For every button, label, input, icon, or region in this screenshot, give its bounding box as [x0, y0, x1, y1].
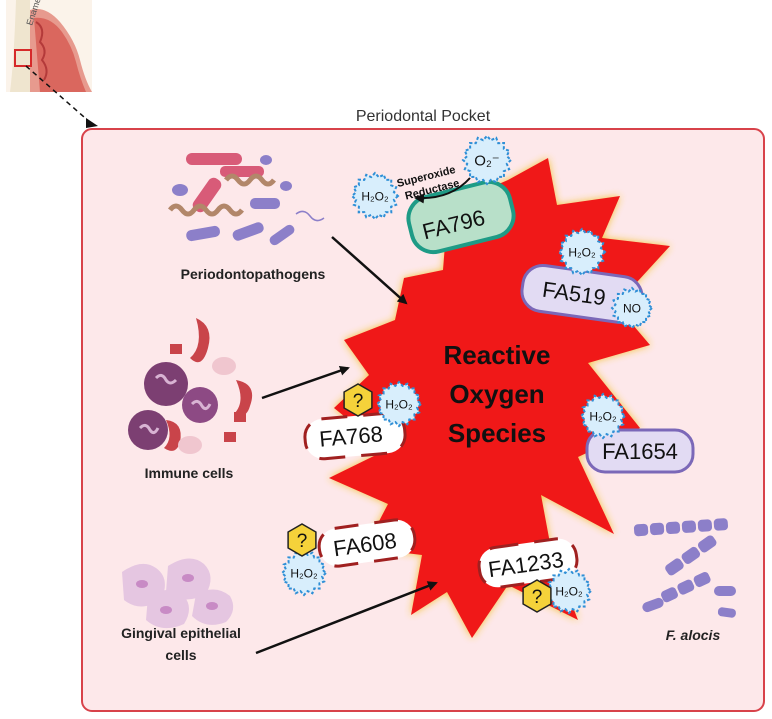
nucleus [136, 580, 148, 588]
gingival-cells-illustration [122, 558, 234, 629]
gingival-label-line1: Gingival epithelial [121, 625, 241, 641]
molecule-badge-shape [350, 171, 400, 221]
spirochete [224, 173, 276, 187]
bacteria-rod [186, 153, 242, 165]
molecule-label: O₂⁻ [474, 152, 499, 169]
molecule-label: H₂O₂ [361, 189, 389, 203]
bacteria-coccus [172, 184, 188, 196]
gum-ridges [35, 21, 48, 81]
cell-nucleus [190, 399, 212, 411]
unknown-badge-fa768: ? [343, 383, 373, 417]
molecule-label: H₂O₂ [589, 409, 617, 423]
tooth-thumbnail: Enamel [6, 0, 98, 128]
fa768-group: FA768 [303, 411, 407, 461]
immune-cells-illustration [128, 318, 253, 454]
immune-cell [128, 410, 168, 450]
cell-nucleus [154, 373, 178, 385]
molecule-label: H₂O₂ [290, 566, 318, 580]
flagellum [295, 210, 325, 222]
cell-body [178, 436, 202, 454]
bacteria-coccus [280, 181, 292, 191]
h2o2-badge-fa768: H₂O₂ [375, 380, 423, 428]
zoom-box [14, 49, 32, 67]
zoom-connector [25, 65, 93, 125]
macrophage [190, 318, 210, 363]
molecule-badges: O₂⁻ H₂O₂ H₂O₂ NO H₂O₂ H₂O₂ H₂O₂ H₂O₂ [280, 134, 654, 615]
arrow-immune-to-ros [261, 365, 350, 400]
h2o2-badge-fa796: H₂O₂ [350, 171, 400, 221]
molecule-badge-shape [557, 227, 607, 277]
molecule-badge-shape [610, 286, 654, 330]
h2o2-badge-fa608: H₂O₂ [280, 549, 328, 597]
molecule-badge-shape [375, 380, 423, 428]
bacteria-rod [232, 222, 264, 241]
fa796-group: FA796 Superoxide Reductase [396, 164, 516, 255]
h2o2-badge-fa1654: H₂O₂ [579, 392, 627, 440]
macrophage [164, 420, 181, 451]
nucleus [160, 606, 172, 614]
reductase-arrow [414, 177, 471, 204]
molecule-badge-shape [545, 567, 593, 615]
fa768-box [303, 411, 407, 461]
h2o2-badge-fa1233: H₂O₂ [545, 567, 593, 615]
superoxide-badge: O₂⁻ [461, 134, 513, 186]
ros-label-line1: Reactive [444, 340, 551, 370]
hexagon-shape [287, 523, 317, 557]
molecule-badge-shape [579, 392, 627, 440]
fa608-box [317, 518, 417, 568]
fa1233-group: FA1233 [477, 537, 579, 589]
h2o2-badge-fa519: H₂O₂ [557, 227, 607, 277]
cell-body [212, 357, 236, 375]
pathogens-label: Periodontopathogens [181, 266, 326, 282]
nucleus [206, 602, 218, 610]
fa608-group: FA608 [317, 518, 417, 568]
question-mark: ? [532, 587, 543, 608]
granule [170, 344, 182, 354]
nucleus [182, 574, 194, 582]
fa1654-group: FA1654 [585, 428, 695, 474]
unknown-badge-fa608: ? [287, 523, 317, 557]
ros-label-line2: Oxygen [449, 379, 544, 409]
macrophage [234, 380, 253, 416]
molecule-label: H₂O₂ [385, 397, 413, 411]
pathogens-illustration [168, 153, 325, 246]
granule [234, 412, 246, 422]
hexagon-shape [522, 579, 552, 613]
bacteria-coccus [260, 155, 272, 165]
question-mark: ? [353, 391, 364, 412]
bacteria-rod [250, 198, 280, 209]
molecule-badge-shape [461, 134, 513, 186]
fa1654-label: FA1654 [602, 439, 678, 464]
spirochete [168, 203, 244, 217]
immune-label: Immune cells [145, 465, 234, 481]
arrow-pathogens-to-ros [331, 236, 408, 305]
unknown-badges: ??? [287, 383, 552, 613]
falocis-label: F. alocis [666, 627, 721, 643]
fa1654-box [585, 428, 695, 474]
molecule-label: H₂O₂ [555, 584, 583, 598]
granule [224, 432, 236, 442]
bacteria-rod [186, 225, 220, 242]
unknown-badge-fa1233: ? [522, 579, 552, 613]
molecule-label: NO [623, 301, 641, 315]
molecule-badge-shape [280, 549, 328, 597]
falocis-illustration [633, 518, 736, 618]
ros-label-line3: Species [448, 418, 546, 448]
cell-nucleus [138, 423, 160, 435]
arrow-gingival-to-ros [255, 581, 438, 655]
fa768-label: FA768 [318, 421, 384, 451]
molecule-label: H₂O₂ [568, 245, 596, 259]
hexagon-shape [343, 383, 373, 417]
gingival-label-line2: cells [165, 647, 196, 663]
zoom-connector-arrowhead [86, 118, 98, 128]
tooth-enamel-shape [10, 0, 30, 92]
pocket-title: Periodontal Pocket [356, 108, 491, 125]
immune-cell [144, 362, 188, 406]
bacteria-rod [269, 224, 295, 246]
question-mark: ? [297, 531, 308, 552]
no-badge-fa519: NO [610, 286, 654, 330]
